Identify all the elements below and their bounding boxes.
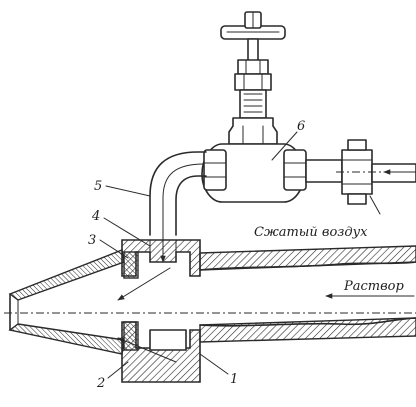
coupling-top <box>121 239 201 279</box>
flow-arrows <box>117 235 415 363</box>
solution-label: Раствор <box>343 279 404 294</box>
leader-lines <box>99 131 298 379</box>
part-number-3: 3 <box>88 233 96 248</box>
bent-tube <box>149 151 207 237</box>
valve-body <box>201 117 307 203</box>
compressed-air-label: Сжатый воздух <box>254 225 368 240</box>
barrel-top-wall <box>199 245 416 271</box>
part-number-2: 2 <box>96 376 105 391</box>
air-inlet <box>305 139 416 215</box>
coupling-bottom <box>121 321 201 383</box>
rubber-nozzle <box>8 249 125 355</box>
valve-handwheel <box>220 11 286 119</box>
part-number-4: 4 <box>91 209 100 224</box>
part-number-1: 1 <box>230 372 238 387</box>
part-number-5: 5 <box>94 179 102 194</box>
barrel-bottom-wall <box>199 317 416 343</box>
part-number-6: 6 <box>297 119 305 134</box>
